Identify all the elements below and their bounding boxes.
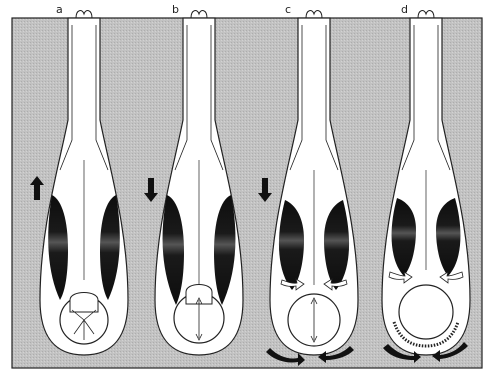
top-notch <box>76 11 92 18</box>
top-notch <box>191 11 207 18</box>
bulb <box>399 285 453 339</box>
panel-label-b: b <box>172 3 179 16</box>
panel-label-c: c <box>285 3 291 16</box>
panel-label-d: d <box>401 3 408 16</box>
top-notch <box>418 11 434 18</box>
top-notch <box>306 11 322 18</box>
panel-label-a: a <box>56 3 63 16</box>
bulb-cap <box>70 293 98 313</box>
